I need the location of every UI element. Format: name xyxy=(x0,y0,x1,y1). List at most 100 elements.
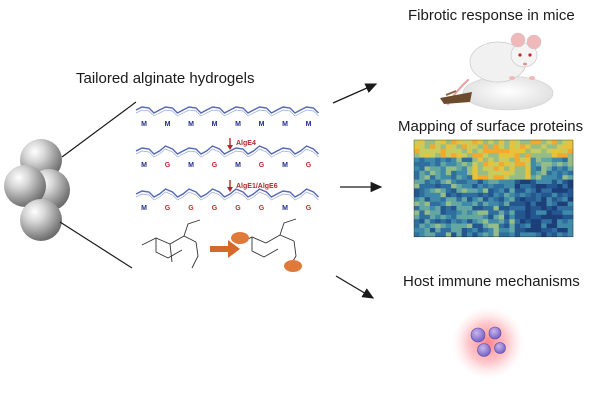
heatmap-cell xyxy=(435,214,441,220)
heatmap-cell xyxy=(440,223,447,229)
heatmap-cell xyxy=(419,188,425,194)
heatmap-cell xyxy=(414,179,420,185)
heatmap-cell xyxy=(498,228,505,233)
structure-bond xyxy=(141,235,197,246)
food-pellet xyxy=(445,90,457,96)
heatmap-cell xyxy=(461,219,468,224)
heatmap-cell xyxy=(530,184,537,189)
heatmap-cell xyxy=(440,157,447,163)
heatmap-cell xyxy=(429,157,436,163)
heatmap-cell xyxy=(498,223,505,229)
heatmap-cell xyxy=(520,206,526,211)
heatmap-cell xyxy=(445,214,452,220)
heatmap-cell xyxy=(514,153,521,158)
heatmap-cell xyxy=(514,201,521,207)
heatmap-cell xyxy=(562,157,568,163)
heatmap-cell xyxy=(557,223,563,229)
heatmap-cell xyxy=(535,175,542,180)
heatmap-cell xyxy=(498,175,505,180)
heatmap-cell xyxy=(546,228,553,233)
monomer-label: M xyxy=(141,121,147,128)
heatmap-cell xyxy=(419,223,425,229)
heatmap-cell xyxy=(488,232,494,238)
heatmap-cell xyxy=(520,201,526,207)
heatmap-cell xyxy=(456,223,462,229)
heatmap-cell xyxy=(562,192,568,198)
immune-cell-icon xyxy=(470,327,486,343)
fibrotic-response-label: Fibrotic response in mice xyxy=(408,7,575,24)
heatmap-cell xyxy=(493,223,500,229)
polymer-chain-shadow xyxy=(135,148,319,158)
heatmap-cell xyxy=(419,197,425,202)
heatmap-cell xyxy=(525,210,531,216)
heatmap-cell xyxy=(520,223,526,229)
heatmap-cell xyxy=(551,175,558,180)
heatmap-cell xyxy=(472,197,478,202)
heatmap-cell xyxy=(520,214,526,220)
heatmap-cell xyxy=(498,232,505,238)
heatmap-cell xyxy=(551,162,558,167)
heatmap-cell xyxy=(562,170,568,176)
heatmap-cell xyxy=(493,214,500,220)
heatmap-cell xyxy=(456,232,462,238)
heatmap-cell xyxy=(525,166,531,172)
heatmap-cell xyxy=(520,228,526,233)
heatmap-cell xyxy=(429,170,436,176)
heatmap-cell xyxy=(514,197,521,202)
heatmap-cell xyxy=(451,166,457,172)
heatmap-cell xyxy=(514,210,521,216)
mouse-paw xyxy=(529,76,535,80)
heatmap-cell xyxy=(477,157,484,163)
heatmap-cell xyxy=(546,153,553,158)
heatmap-cell xyxy=(451,184,457,189)
polymer-chain xyxy=(135,106,319,114)
heatmap-cell xyxy=(424,197,431,202)
heatmap-cell xyxy=(504,162,510,167)
heatmap-cell xyxy=(520,148,526,154)
heatmap-cell xyxy=(419,219,425,224)
heatmap-cell xyxy=(461,179,468,185)
heatmap-cell xyxy=(551,197,558,202)
heatmap-cell xyxy=(504,175,510,180)
heatmap-cell xyxy=(451,223,457,229)
heatmap-cell xyxy=(546,140,553,145)
heatmap-cell xyxy=(509,175,515,180)
heatmap-cell xyxy=(546,197,553,202)
heatmap-cell xyxy=(493,162,500,167)
heatmap-cell xyxy=(551,140,558,145)
heatmap-cell xyxy=(482,179,489,185)
heatmap-cell xyxy=(520,140,526,145)
heatmap-cell xyxy=(525,153,531,158)
heatmap-cell xyxy=(493,201,500,207)
heatmap-cell xyxy=(414,170,420,176)
heatmap-cell xyxy=(488,144,494,150)
heatmap-cell xyxy=(493,148,500,154)
heatmap-cell xyxy=(520,175,526,180)
heatmap-cell xyxy=(456,170,462,176)
heatmap-cell xyxy=(509,170,515,176)
heatmap-cell xyxy=(424,232,431,238)
heatmap-cell xyxy=(567,201,574,207)
heatmap-cell xyxy=(429,228,436,233)
heatmap-cell xyxy=(541,148,547,154)
heatmap-cell xyxy=(509,232,515,238)
heatmap-cell xyxy=(445,223,452,229)
heatmap-cell xyxy=(435,162,441,167)
heatmap-cell xyxy=(472,153,478,158)
heatmap-cell xyxy=(435,157,441,163)
food-pellets-icon xyxy=(440,92,472,104)
heatmap-cell xyxy=(414,206,420,211)
heatmap-cell xyxy=(456,228,462,233)
heatmap-cell xyxy=(493,192,500,198)
heatmap-cell xyxy=(498,166,505,172)
heatmap-cell xyxy=(557,219,563,224)
heatmap-cell xyxy=(451,188,457,194)
heatmap-cell xyxy=(440,184,447,189)
heatmap-cell xyxy=(429,201,436,207)
heatmap-cell xyxy=(493,157,500,163)
heatmap-cell xyxy=(482,192,489,198)
heatmap-cell xyxy=(488,140,494,145)
heatmap-cell xyxy=(445,184,452,189)
heatmap-cell xyxy=(414,192,420,198)
